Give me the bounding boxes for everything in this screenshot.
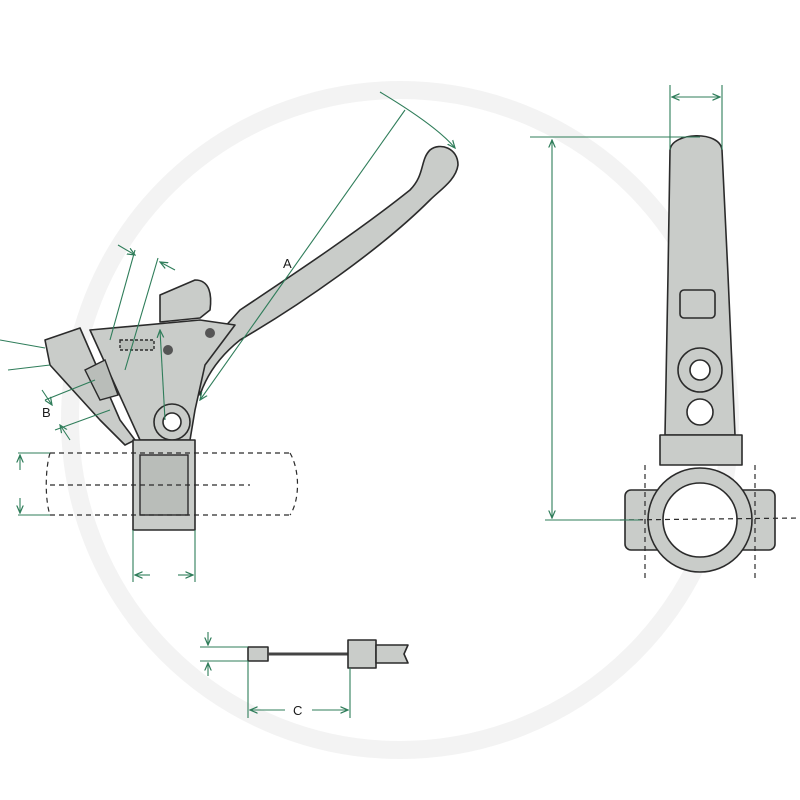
front-view [619,134,800,580]
cable-holder [44,327,136,446]
pin [163,345,173,355]
cable-view: C [200,632,409,718]
label-a: A [283,256,292,271]
cable-nipple [247,646,269,662]
front-pivot-hole [689,359,711,381]
lock-tab [159,279,212,323]
side-view [44,145,459,531]
cable-housing [375,644,409,664]
cable-ferrule [347,639,377,669]
label-b: B [42,405,51,420]
bar-hole [662,482,738,558]
slot [119,339,155,351]
pin [205,328,215,338]
front-dimensions [530,85,723,521]
front-collar [659,434,743,466]
label-c: C [293,703,302,718]
front-hole [686,398,714,426]
lever-handle [194,145,459,396]
pivot-hole [162,412,182,432]
side-dimensions: A B [0,91,455,582]
front-tab [679,289,716,319]
cutaway [84,359,119,401]
